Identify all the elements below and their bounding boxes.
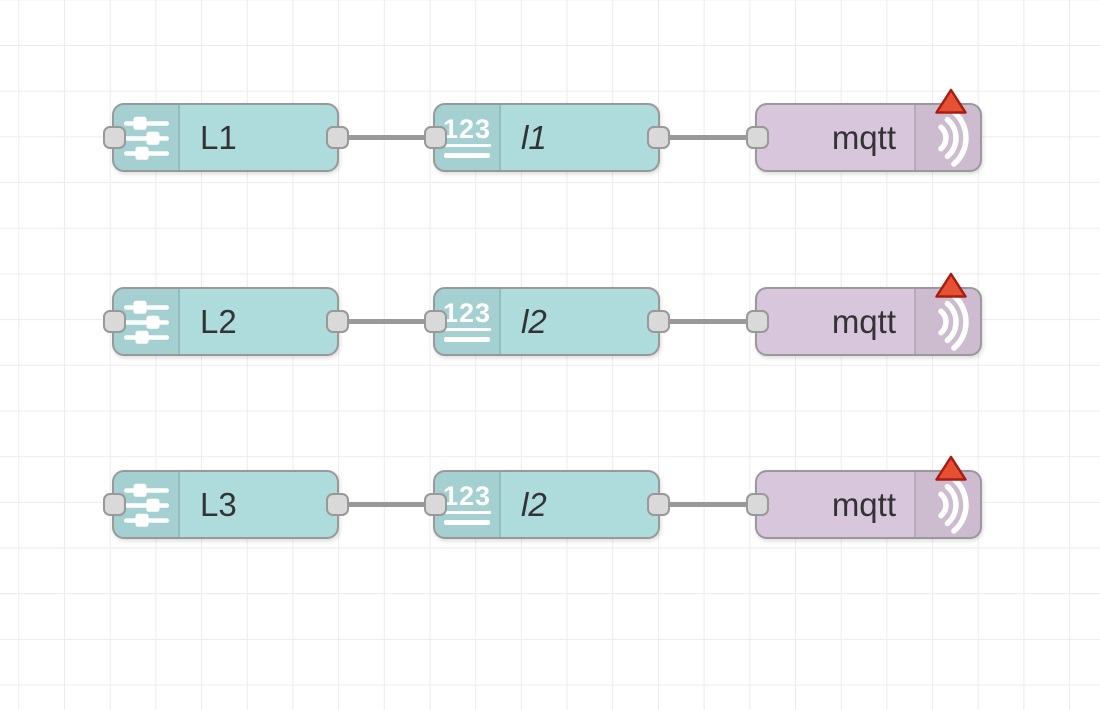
numeric-123-underline bbox=[444, 153, 490, 158]
wifi-signal-icon bbox=[938, 475, 969, 534]
node-label: l2 bbox=[521, 303, 547, 340]
node-sliders-L2[interactable]: L2 bbox=[102, 287, 349, 356]
output-port[interactable] bbox=[646, 310, 670, 333]
sliders-icon bbox=[123, 116, 169, 160]
wire[interactable] bbox=[333, 319, 439, 324]
error-triangle-icon bbox=[935, 455, 967, 481]
node-icon-region bbox=[914, 472, 980, 537]
numeric-123-digits: 123 bbox=[442, 483, 492, 514]
node-mqtt-out-2[interactable]: mqtt bbox=[745, 272, 982, 356]
output-port[interactable] bbox=[646, 126, 670, 149]
wifi-signal-icon bbox=[938, 292, 969, 351]
numeric-123-digits: 123 bbox=[442, 300, 492, 331]
input-port[interactable] bbox=[102, 310, 126, 333]
numeric-123-underline bbox=[444, 520, 490, 525]
input-port[interactable] bbox=[745, 126, 769, 149]
node-label: l2 bbox=[521, 486, 547, 523]
input-port[interactable] bbox=[423, 493, 447, 516]
sliders-icon bbox=[123, 300, 169, 344]
node-icon-region bbox=[914, 289, 980, 354]
numeric-123-icon: 123 bbox=[442, 116, 492, 158]
node-mqtt-out-3[interactable]: mqtt bbox=[745, 455, 982, 539]
numeric-123-icon: 123 bbox=[442, 300, 492, 342]
node-label: L3 bbox=[200, 486, 237, 523]
input-port[interactable] bbox=[102, 126, 126, 149]
node-label: mqtt bbox=[831, 486, 896, 523]
node-label: l1 bbox=[521, 119, 547, 156]
numeric-123-icon: 123 bbox=[442, 483, 492, 525]
wire[interactable] bbox=[333, 135, 439, 140]
node-label: L1 bbox=[200, 119, 237, 156]
wire[interactable] bbox=[654, 319, 761, 324]
node-label: L2 bbox=[200, 303, 237, 340]
node-icon-region bbox=[914, 105, 980, 170]
input-port[interactable] bbox=[745, 493, 769, 516]
sliders-icon bbox=[123, 483, 169, 527]
error-triangle-icon bbox=[935, 272, 967, 298]
input-port[interactable] bbox=[745, 310, 769, 333]
node-numeric-l2[interactable]: 123 l2 bbox=[423, 287, 670, 356]
wire[interactable] bbox=[654, 135, 761, 140]
numeric-123-underline bbox=[444, 337, 490, 342]
output-port[interactable] bbox=[325, 493, 349, 516]
wifi-signal-icon bbox=[938, 108, 969, 167]
output-port[interactable] bbox=[325, 310, 349, 333]
node-numeric-l1[interactable]: 123 l1 bbox=[423, 103, 670, 172]
node-label: mqtt bbox=[831, 119, 896, 156]
numeric-123-digits: 123 bbox=[442, 116, 492, 147]
node-mqtt-out-1[interactable]: mqtt bbox=[745, 88, 982, 172]
node-icon-region bbox=[114, 105, 180, 170]
node-icon-region: 123 bbox=[435, 289, 501, 354]
output-port[interactable] bbox=[325, 126, 349, 149]
node-sliders-L3[interactable]: L3 bbox=[102, 470, 349, 539]
output-port[interactable] bbox=[646, 493, 670, 516]
wire[interactable] bbox=[654, 502, 761, 507]
input-port[interactable] bbox=[423, 310, 447, 333]
error-triangle-icon bbox=[935, 88, 967, 114]
node-sliders-L1[interactable]: L1 bbox=[102, 103, 349, 172]
node-label: mqtt bbox=[831, 303, 896, 340]
input-port[interactable] bbox=[102, 493, 126, 516]
wire[interactable] bbox=[333, 502, 439, 507]
node-numeric-l2b[interactable]: 123 l2 bbox=[423, 470, 670, 539]
input-port[interactable] bbox=[423, 126, 447, 149]
